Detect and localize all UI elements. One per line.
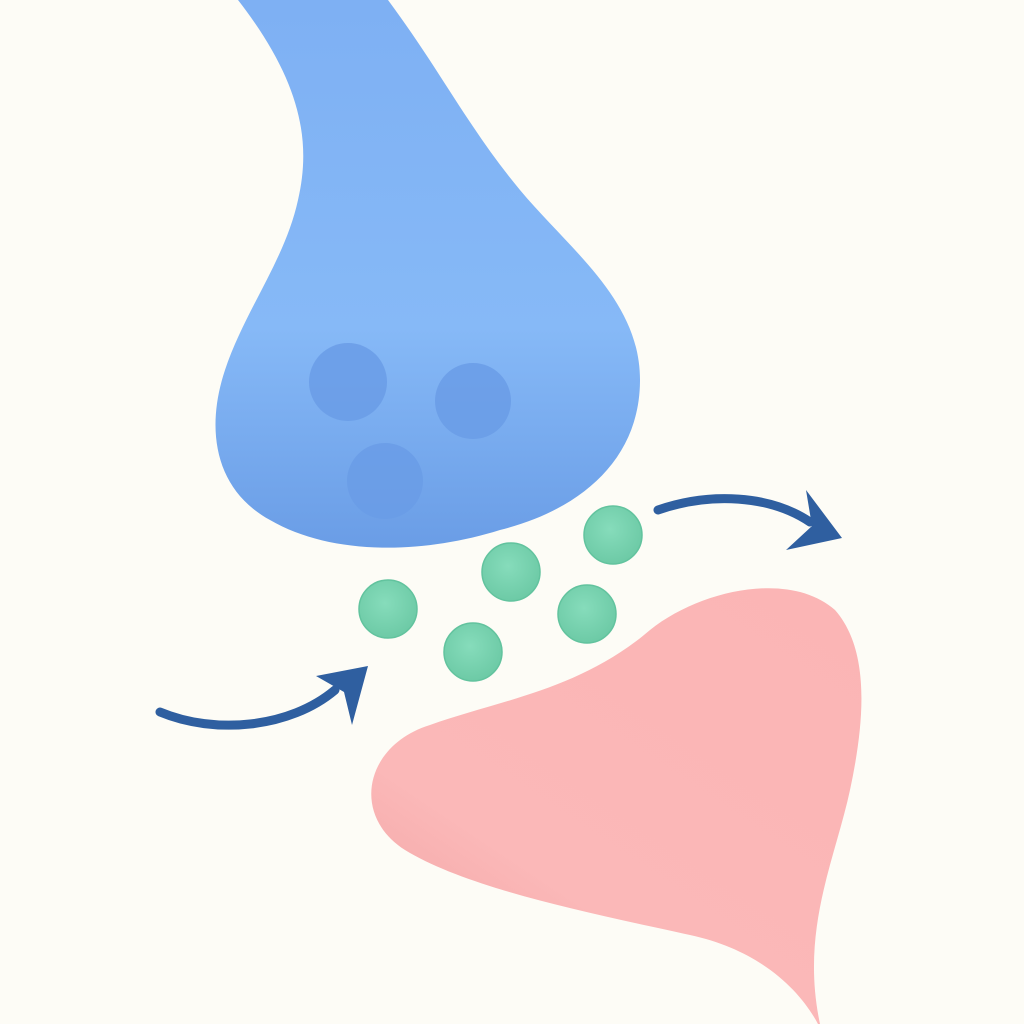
neurotransmitter <box>557 584 617 644</box>
neurotransmitter <box>443 622 503 682</box>
arrowhead <box>316 666 368 725</box>
postsynaptic-terminal <box>371 588 1024 1024</box>
synaptic-vesicle <box>435 363 511 439</box>
arrow-icon <box>653 490 842 550</box>
arrow-shaft <box>653 494 815 527</box>
arrow-icon <box>155 666 368 730</box>
presynaptic-terminal <box>215 0 640 548</box>
neurotransmitter <box>583 505 643 565</box>
synaptic-vesicle <box>347 443 423 519</box>
neurotransmitter <box>481 542 541 602</box>
synaptic-vesicle <box>309 343 387 421</box>
neurotransmitter <box>358 579 418 639</box>
arrowhead <box>786 490 842 550</box>
arrow-shaft <box>155 685 340 730</box>
